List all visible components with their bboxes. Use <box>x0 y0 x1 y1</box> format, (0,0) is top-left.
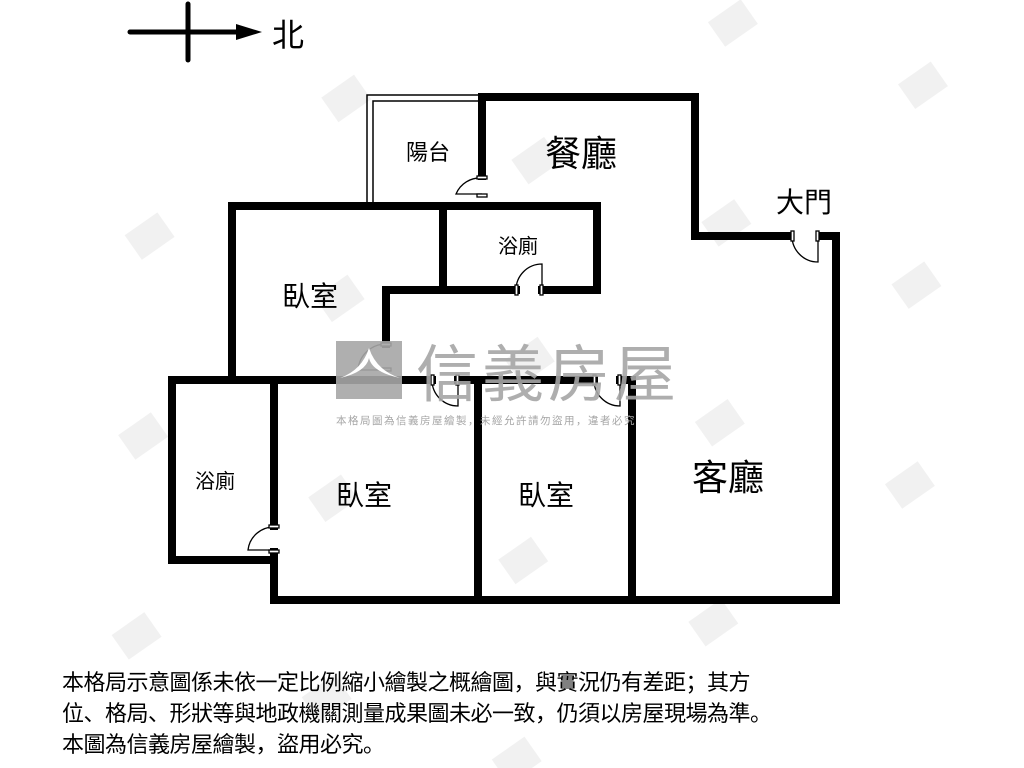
disclaimer-line-1: 本格局示意圖係未依一定比例縮小繪製之概繪圖，與實況仍有差距；其方 <box>62 671 751 696</box>
walls <box>168 93 840 604</box>
room-label-bedroom-upper: 臥室 <box>282 280 338 313</box>
room-label-main-door: 大門 <box>776 186 832 219</box>
room-label-balcony: 陽台 <box>406 141 450 166</box>
room-label-dining: 餐廳 <box>545 134 617 175</box>
door-bath-lower <box>247 524 280 554</box>
disclaimer: 本格局示意圖係未依一定比例縮小繪製之概繪圖，與實況仍有差距；其方 位、格局、形狀… <box>62 668 962 761</box>
room-label-living: 客廳 <box>692 458 764 499</box>
brand-watermark-text: 信義房屋 <box>416 338 680 411</box>
door-main <box>790 230 820 263</box>
room-label-bath-lower: 浴廁 <box>195 469 235 493</box>
north-label: 北 <box>272 16 304 54</box>
door-bedroom-lower-left <box>430 374 460 407</box>
disclaimer-line-2: 位、格局、形狀等與地政機關測量成果圖未必一致，仍須以房屋現場為準。 <box>62 702 772 727</box>
north-arrow-icon <box>127 1 262 63</box>
disclaimer-line-3: 本圖為信義房屋繪製，盜用必究。 <box>62 733 385 758</box>
door-balcony <box>455 175 488 198</box>
brand-watermark-subtext: 本格局圖為信義房屋繪製，未經允許請勿盜用，違者必究 <box>336 414 636 427</box>
room-label-bedroom-lower-left: 臥室 <box>336 479 392 512</box>
room-label-bedroom-lower-middle: 臥室 <box>518 479 574 512</box>
balcony-railing <box>366 94 482 205</box>
brand-watermark: 信義房屋 本格局圖為信義房屋繪製，未經允許請勿盜用，違者必究 <box>336 338 680 427</box>
door-bath-upper <box>514 263 544 296</box>
door-bedroom-lower-middle <box>592 374 622 407</box>
room-label-bath-upper: 浴廁 <box>498 234 538 258</box>
